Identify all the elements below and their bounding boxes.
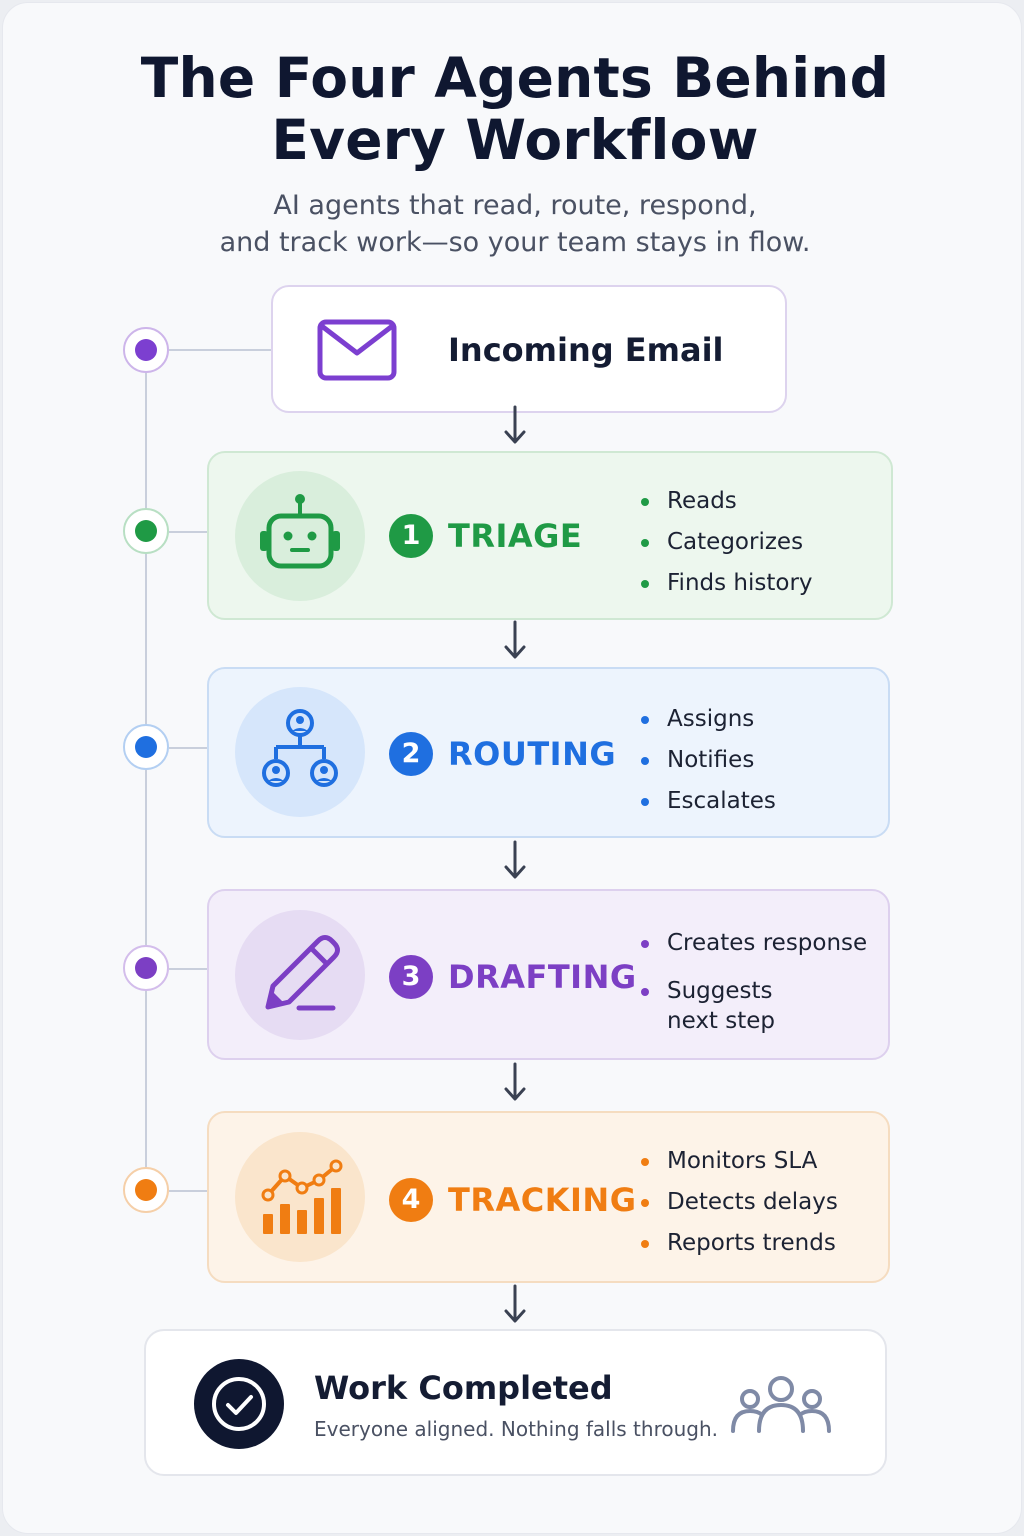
stage-card-drafting: 3 DRAFTING Creates response Suggests next… — [207, 889, 890, 1060]
timeline-connector — [169, 1190, 207, 1192]
triage-capabilities-list: Reads Categorizes Finds history — [639, 481, 813, 604]
down-arrow-icon — [504, 620, 526, 659]
list-item-line: Suggests — [667, 978, 773, 1004]
timeline-dot-tracking — [123, 1167, 169, 1213]
title-line-2: Every Workflow — [271, 108, 759, 172]
team-icon — [731, 1376, 831, 1433]
list-item: Finds history — [639, 563, 813, 604]
stage-card-triage: 1 TRIAGE Reads Categorizes Finds history — [207, 451, 893, 620]
routing-capabilities-list: Assigns Notifies Escalates — [639, 699, 776, 822]
list-item: Suggests next step — [639, 976, 867, 1036]
timeline-connector — [169, 531, 207, 533]
work-completed-card: Work Completed Everyone aligned. Nothing… — [144, 1329, 887, 1476]
down-arrow-icon — [504, 405, 526, 444]
stage-card-tracking: 4 TRACKING Monitors SLA Detects delays R… — [207, 1111, 890, 1283]
stage-number-badge: 2 — [389, 732, 433, 776]
list-item: Reports trends — [639, 1223, 838, 1264]
stage-name-tracking: TRACKING — [448, 1181, 637, 1219]
checkmark-badge — [194, 1359, 284, 1449]
incoming-email-card: Incoming Email — [271, 285, 787, 413]
timeline-dot-routing — [123, 724, 169, 770]
page-subtitle: AI agents that read, route, respond, and… — [3, 187, 1024, 261]
timeline-connector — [169, 968, 207, 970]
stage-name-drafting: DRAFTING — [448, 958, 637, 996]
list-item: Categorizes — [639, 522, 813, 563]
work-completed-subtitle: Everyone aligned. Nothing falls through. — [314, 1417, 718, 1441]
triage-icon-bubble — [235, 471, 365, 601]
tracking-capabilities-list: Monitors SLA Detects delays Reports tren… — [639, 1141, 838, 1264]
stage-number-badge: 3 — [389, 955, 433, 999]
timeline-connector — [169, 349, 271, 351]
list-item: Monitors SLA — [639, 1141, 838, 1182]
stage-number-badge: 1 — [389, 514, 433, 558]
tracking-icon-bubble — [235, 1132, 365, 1262]
subtitle-line-1: AI agents that read, route, respond, — [273, 190, 757, 221]
checkmark-icon — [212, 1377, 266, 1431]
down-arrow-icon — [504, 840, 526, 879]
timeline-connector — [169, 747, 207, 749]
list-item: Reads — [639, 481, 813, 522]
bar-chart-trend-icon — [261, 1159, 343, 1234]
list-item-line: next step — [667, 1008, 776, 1034]
page-title: The Four Agents Behind Every Workflow — [3, 47, 1024, 171]
title-line-1: The Four Agents Behind — [140, 46, 890, 110]
work-completed-title: Work Completed — [314, 1369, 613, 1407]
subtitle-line-2: and track work—so your team stays in flo… — [219, 227, 811, 258]
list-item: Detects delays — [639, 1182, 838, 1223]
pencil-icon — [265, 935, 340, 1011]
drafting-capabilities-list: Creates response Suggests next step — [639, 923, 867, 1036]
down-arrow-icon — [504, 1284, 526, 1323]
routing-icon-bubble — [235, 687, 365, 817]
list-item: Creates response — [639, 923, 867, 964]
robot-icon — [260, 494, 340, 569]
envelope-icon — [317, 319, 397, 381]
stage-card-routing: 2 ROUTING Assigns Notifies Escalates — [207, 667, 890, 838]
org-chart-icon — [262, 709, 338, 787]
stage-number-badge: 4 — [389, 1178, 433, 1222]
timeline-dot-drafting — [123, 945, 169, 991]
incoming-email-label: Incoming Email — [448, 331, 724, 369]
list-item: Escalates — [639, 781, 776, 822]
timeline-dot-email — [123, 327, 169, 373]
list-item: Assigns — [639, 699, 776, 740]
list-item: Notifies — [639, 740, 776, 781]
stage-name-routing: ROUTING — [448, 735, 617, 773]
timeline-dot-triage — [123, 508, 169, 554]
timeline-rail — [145, 350, 147, 1192]
drafting-icon-bubble — [235, 910, 365, 1040]
down-arrow-icon — [504, 1062, 526, 1101]
stage-name-triage: TRIAGE — [448, 517, 583, 555]
